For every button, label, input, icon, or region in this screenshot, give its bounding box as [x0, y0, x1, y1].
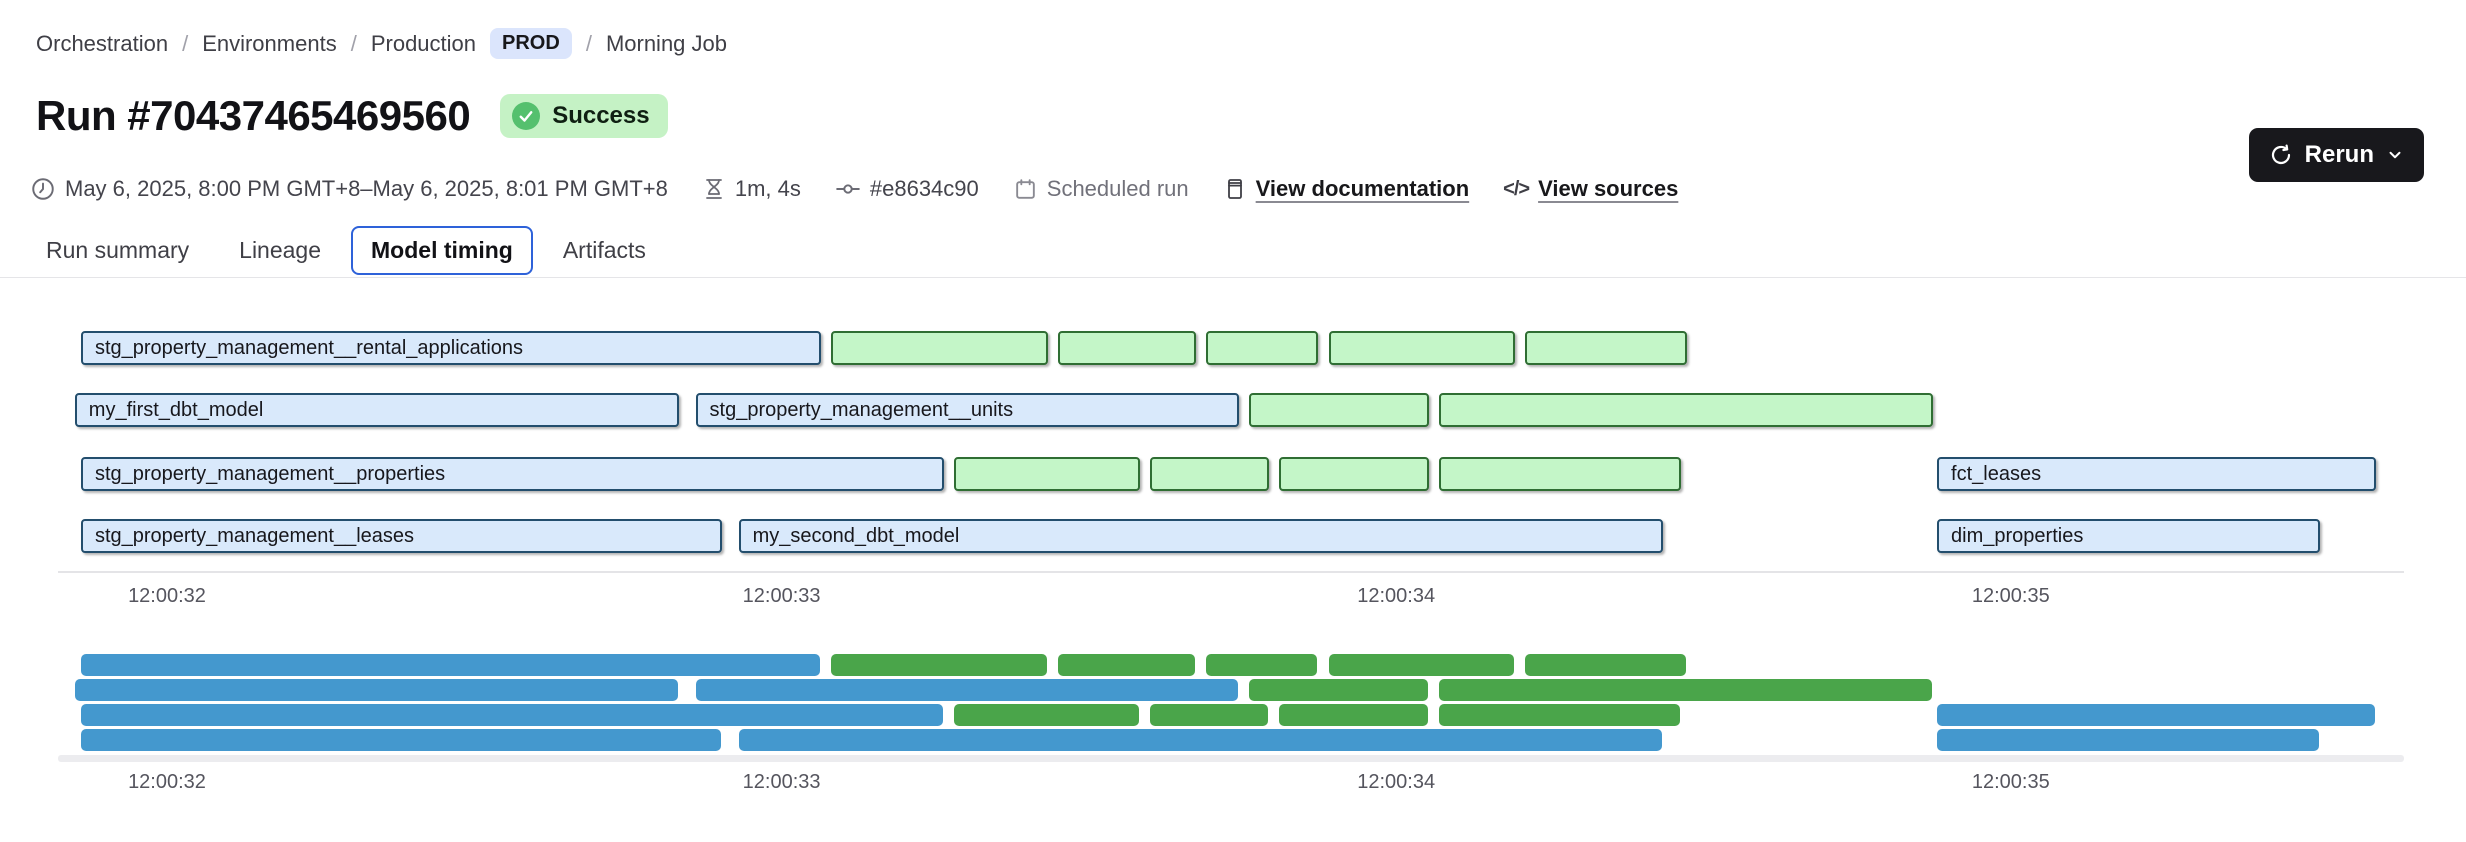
- document-icon: [1227, 179, 1242, 199]
- tab-lineage[interactable]: Lineage: [239, 237, 322, 263]
- minimap-bar[interactable]: [1058, 654, 1195, 676]
- breadcrumb-current: Morning Job: [605, 30, 728, 56]
- status-badge: Success: [500, 94, 668, 138]
- tabs-divider: [0, 277, 2466, 278]
- gantt-bar-fct_leases[interactable]: fct_leases: [1937, 457, 2376, 491]
- gantt-bar-test[interactable]: [1248, 393, 1430, 427]
- gantt-bar-dim_properties[interactable]: dim_properties: [1937, 519, 2321, 553]
- code-icon: </>: [1503, 177, 1530, 200]
- gantt-bar-test[interactable]: [1205, 331, 1319, 365]
- main-axis-tick-label: 12:00:33: [742, 585, 821, 607]
- minimap-bar[interactable]: [1525, 654, 1687, 676]
- title-row: Run #70437465469560 Success: [36, 92, 668, 140]
- breadcrumb-link-production[interactable]: Production: [370, 30, 477, 56]
- gantt-bar-label: my_first_dbt_model: [88, 398, 264, 421]
- gantt-bar-label: stg_property_management__properties: [94, 462, 446, 485]
- minimap-bar[interactable]: [80, 729, 722, 751]
- tab-bar: Run summary Lineage Model timing Artifacts: [26, 226, 666, 275]
- breadcrumb-link-environments[interactable]: Environments: [202, 30, 337, 56]
- minimap-axis-tick-label: 12:00:32: [128, 771, 206, 793]
- gantt-bar-label: fct_leases: [1951, 462, 2042, 485]
- minimap-axis-tick-label: 12:00:35: [1971, 771, 2050, 793]
- view-sources-link[interactable]: </> View sources: [1503, 176, 1679, 201]
- run-duration: 1m, 4s: [702, 176, 801, 202]
- main-time-axis-line: [58, 571, 2404, 573]
- minimap-bar[interactable]: [80, 654, 820, 676]
- gantt-bar-my_second_dbt_model[interactable]: my_second_dbt_model: [738, 519, 1663, 553]
- gantt-bar-test[interactable]: [1328, 331, 1516, 365]
- main-axis-tick-label: 12:00:32: [128, 585, 206, 607]
- minimap-bar[interactable]: [1150, 704, 1269, 726]
- run-metadata-row: May 6, 2025, 8:00 PM GMT+8–May 6, 2025, …: [30, 176, 1678, 202]
- success-check-icon: [512, 102, 541, 130]
- gantt-bar-test[interactable]: [1439, 457, 1682, 491]
- gantt-bar-label: dim_properties: [1951, 524, 2084, 547]
- hourglass-icon: [705, 179, 722, 199]
- gantt-bar-label: my_second_dbt_model: [752, 524, 960, 547]
- minimap-bar[interactable]: [1439, 679, 1933, 701]
- gantt-bar-test[interactable]: [1279, 457, 1430, 491]
- tab-model-timing[interactable]: Model timing: [351, 226, 533, 275]
- gantt-bar-stg_property_management__units[interactable]: stg_property_management__units: [695, 393, 1239, 427]
- gantt-bar-test[interactable]: [1150, 457, 1270, 491]
- minimap-bar[interactable]: [1937, 704, 2375, 726]
- gantt-bar-label: stg_property_management__leases: [94, 524, 415, 547]
- gantt-bar-my_first_dbt_model[interactable]: my_first_dbt_model: [74, 393, 680, 427]
- main-axis-tick-label: 12:00:35: [1971, 585, 2050, 607]
- minimap-bar[interactable]: [80, 704, 943, 726]
- gantt-bar-stg_property_management__properties[interactable]: stg_property_management__properties: [80, 457, 944, 491]
- gantt-bar-test[interactable]: [1525, 331, 1688, 365]
- gantt-bar-label: stg_property_management__rental_applicat…: [94, 336, 524, 359]
- minimap-bar[interactable]: [1248, 679, 1429, 701]
- tab-run-summary[interactable]: Run summary: [46, 237, 190, 263]
- breadcrumb-separator: /: [182, 30, 189, 56]
- tab-artifacts[interactable]: Artifacts: [562, 237, 646, 263]
- gantt-bar-test[interactable]: [830, 331, 1049, 365]
- gantt-bar-test[interactable]: [1439, 393, 1934, 427]
- clock-icon: [32, 178, 54, 200]
- gantt-bar-label: stg_property_management__units: [709, 398, 1014, 421]
- main-axis-tick-label: 12:00:34: [1357, 585, 1436, 607]
- minimap-bar[interactable]: [1328, 654, 1515, 676]
- environment-badge: PROD: [490, 28, 572, 59]
- calendar-icon: [1015, 178, 1035, 199]
- minimap-bar[interactable]: [1205, 654, 1318, 676]
- minimap-bar[interactable]: [74, 679, 679, 701]
- minimap-track[interactable]: [58, 755, 2404, 762]
- run-date-range: May 6, 2025, 8:00 PM GMT+8–May 6, 2025, …: [30, 176, 668, 202]
- rerun-label: Rerun: [2304, 141, 2374, 168]
- gantt-bar-test[interactable]: [953, 457, 1141, 491]
- breadcrumb: Orchestration / Environments / Production PRO…: [36, 28, 727, 59]
- minimap-axis-tick-label: 12:00:34: [1357, 771, 1436, 793]
- refresh-icon: [2269, 143, 2293, 167]
- commit-hash: #e8634c90: [835, 176, 979, 202]
- git-commit-icon: [836, 184, 860, 194]
- chevron-down-icon: [2386, 146, 2404, 164]
- gantt-bar-stg_property_management__leases[interactable]: stg_property_management__leases: [80, 519, 723, 553]
- minimap-bar[interactable]: [953, 704, 1140, 726]
- gantt-bar-test[interactable]: [1058, 331, 1196, 365]
- breadcrumb-link-orchestration[interactable]: Orchestration: [36, 30, 169, 56]
- minimap-bar[interactable]: [1439, 704, 1681, 726]
- breadcrumb-separator: /: [350, 30, 357, 56]
- minimap-axis-tick-label: 12:00:33: [742, 771, 821, 793]
- page-title: Run #70437465469560: [36, 92, 471, 139]
- minimap-bar[interactable]: [1279, 704, 1429, 726]
- minimap-bar[interactable]: [695, 679, 1238, 701]
- breadcrumb-separator: /: [585, 30, 592, 56]
- minimap-bar[interactable]: [830, 654, 1048, 676]
- minimap-bar[interactable]: [1937, 729, 2320, 751]
- trigger-type: Scheduled run: [1013, 176, 1189, 202]
- minimap-bar[interactable]: [738, 729, 1662, 751]
- rerun-button[interactable]: Rerun: [2248, 128, 2424, 182]
- status-label: Success: [552, 102, 650, 129]
- view-documentation-link[interactable]: View documentation: [1223, 176, 1469, 202]
- gantt-bar-stg_property_management__rental_applications[interactable]: stg_property_management__rental_applicat…: [80, 331, 821, 365]
